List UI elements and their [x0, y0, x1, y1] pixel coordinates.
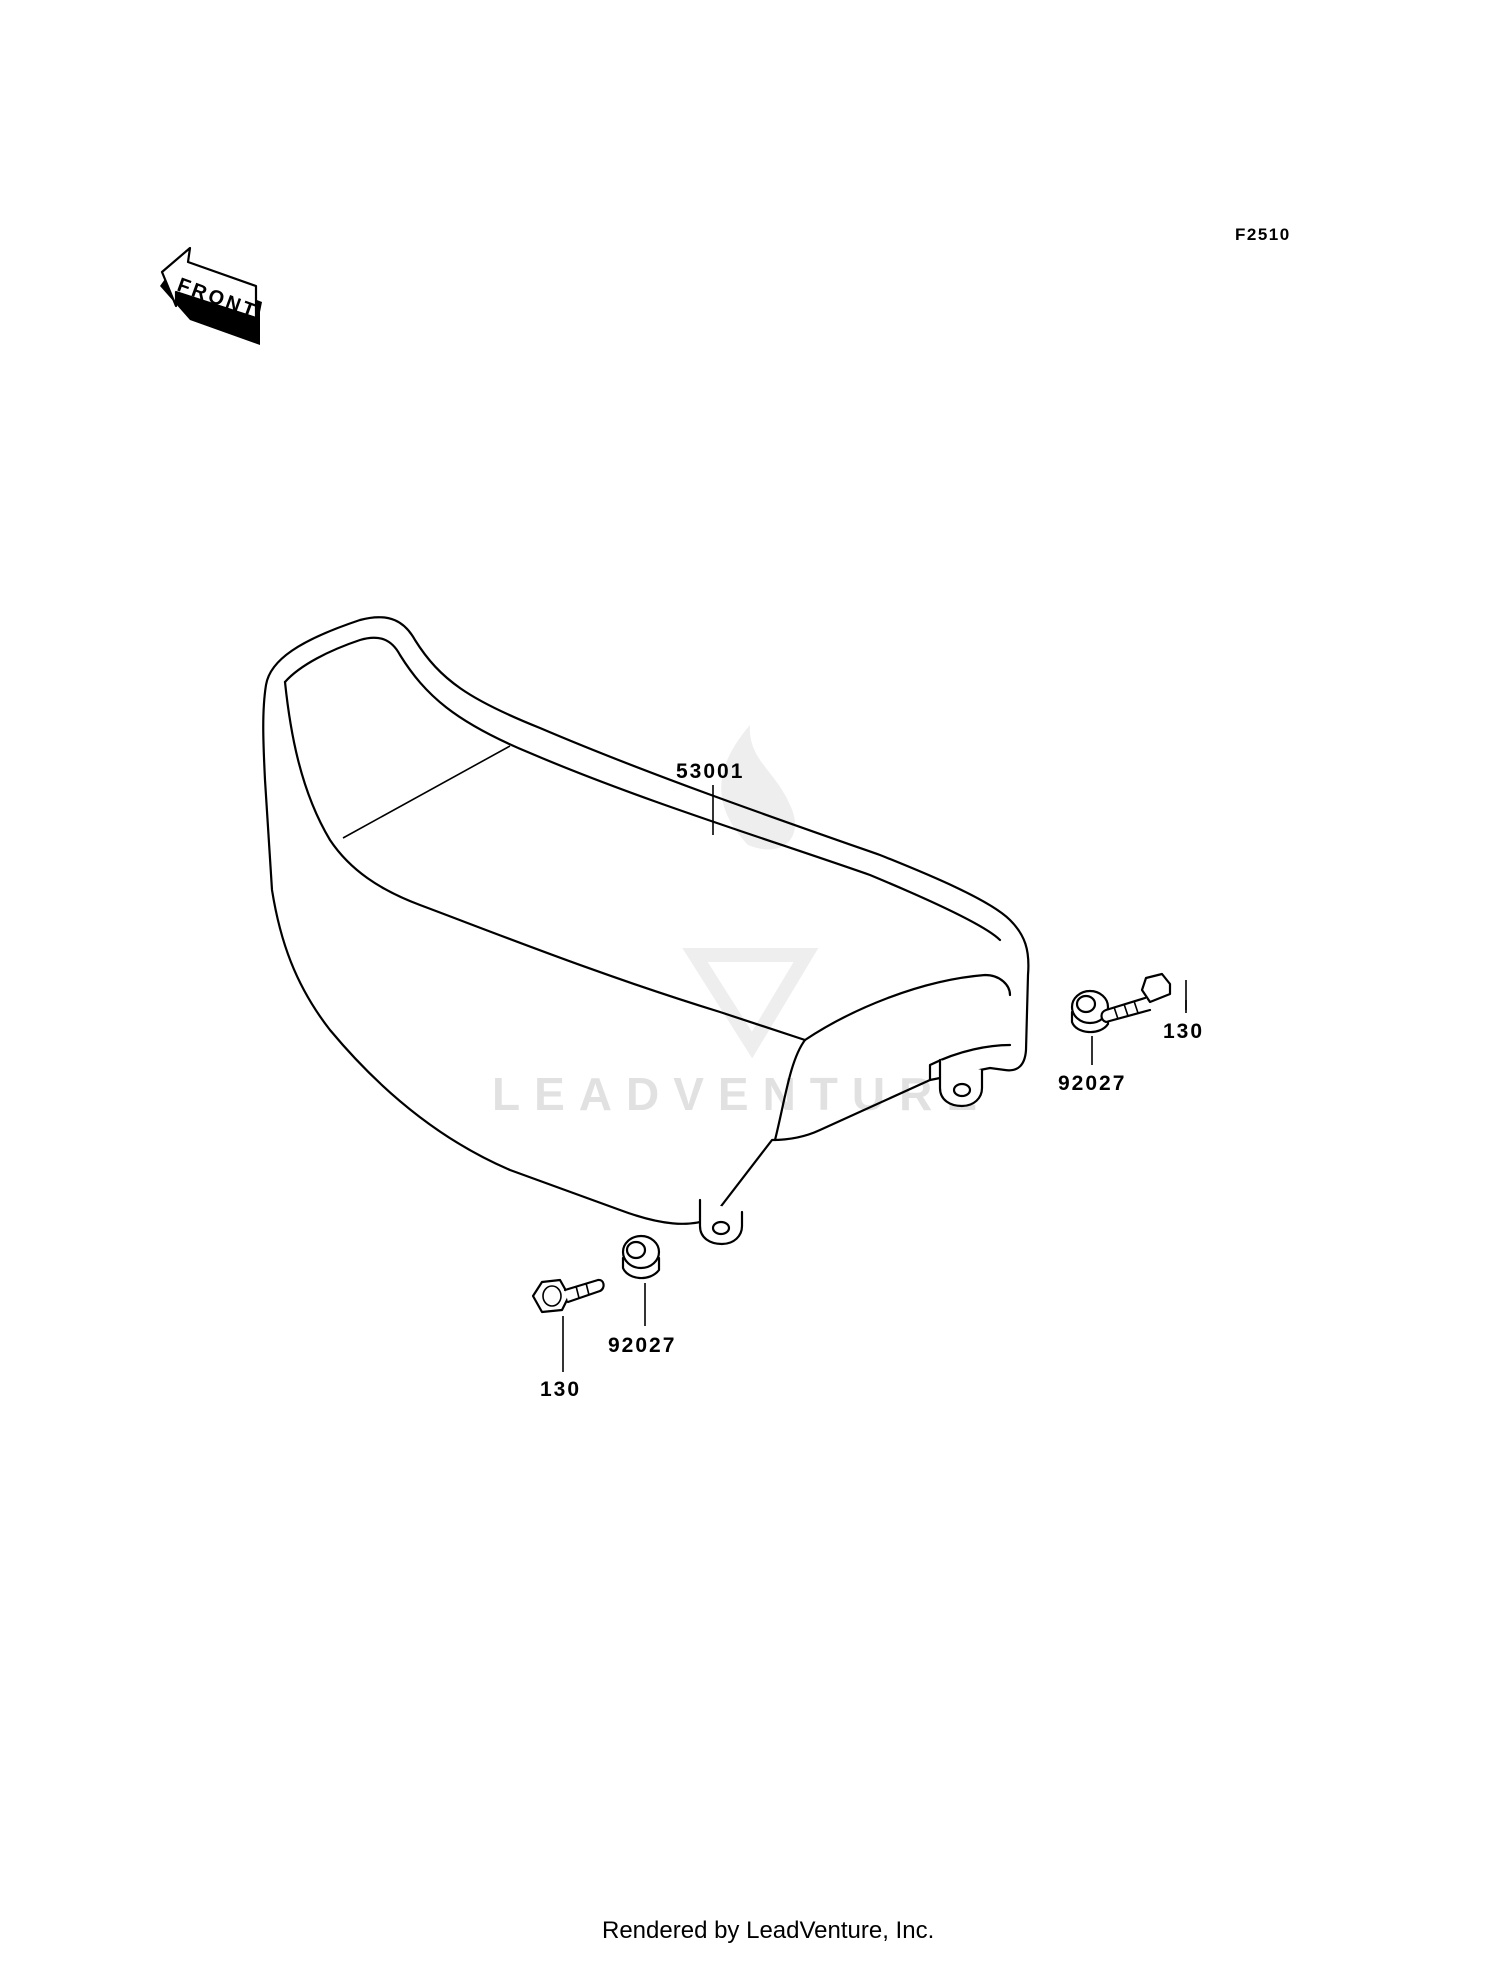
callout-collar-left: 92027 — [608, 1334, 676, 1357]
bolt-icon — [531, 1278, 605, 1314]
callout-bolt-left: 130 — [540, 1378, 581, 1401]
callout-bolt-right: 130 — [1163, 1020, 1204, 1043]
watermark-text: LEADVENTURE — [492, 1068, 991, 1120]
footer-credit: Rendered by LeadVenture, Inc. — [602, 1917, 934, 1944]
front-arrow-icon: FRONT — [160, 246, 262, 345]
collar-icon — [621, 1234, 661, 1280]
callout-seat: 53001 — [676, 760, 744, 783]
diagram-code: F2510 — [1235, 225, 1291, 244]
seat-icon — [262, 616, 1030, 1246]
callout-collar-right: 92027 — [1058, 1072, 1126, 1095]
bolt-icon — [1100, 972, 1172, 1024]
collar-icon — [1070, 989, 1110, 1034]
